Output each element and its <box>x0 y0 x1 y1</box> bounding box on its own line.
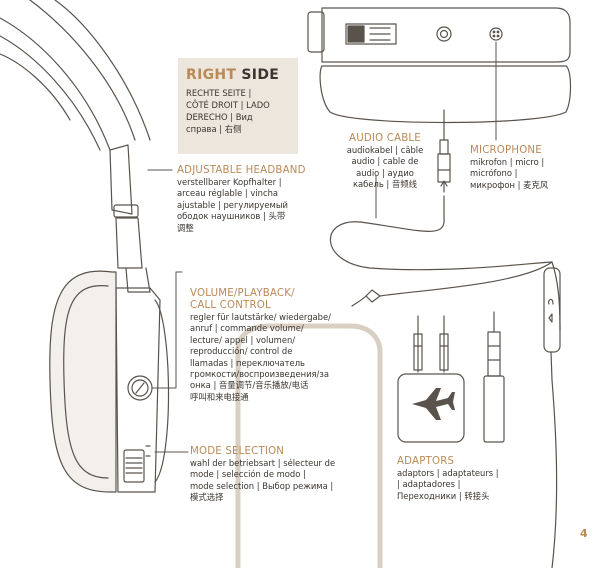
volume-knob-icon <box>127 375 153 401</box>
microphone-body: mikrofon | micro | micrófono | микрофон … <box>470 157 549 190</box>
adjustable-headband-label: ADJUSTABLE HEADBAND verstellbarer Kopfha… <box>177 165 317 234</box>
mode-selection-body: wahl der betriebsart | sélecteur de mode… <box>190 458 336 503</box>
right-side-title-b: SIDE <box>236 67 280 83</box>
adjustable-headband-slider <box>109 144 151 293</box>
mode-selection-label: MODE SELECTION wahl der betriebsart | sé… <box>190 446 360 504</box>
callout-lines <box>147 41 497 453</box>
earcup <box>49 270 170 493</box>
volume-control-title-2: CALL CONTROL <box>190 300 271 311</box>
right-side-body: RECHTE SEITE | CÔTÉ DROIT | LADO DERECHO… <box>186 88 270 134</box>
microphone-title: MICROPHONE <box>470 145 542 156</box>
adaptors-body: adaptors | adaptateurs | | adaptadores |… <box>397 468 499 501</box>
earcup-bottom-view <box>307 7 572 124</box>
adaptors-title: ADAPTORS <box>397 456 455 467</box>
adjustable-headband-body: verstellbarer Kopfhalter | arceau réglab… <box>177 177 288 233</box>
microphone-label: MICROPHONE mikrofon | micro | micrófono … <box>470 145 580 191</box>
audio-cable <box>329 217 561 568</box>
right-side-title: RIGHT SIDE <box>186 67 279 83</box>
headband-arc <box>0 0 151 151</box>
audio-cable-body: audiokabel | câble audio | cable de audi… <box>346 145 424 190</box>
right-side-box: RIGHT SIDE RECHTE SEITE | CÔTÉ DROIT | L… <box>178 58 298 154</box>
mode-switch-icon <box>123 445 151 483</box>
mode-selection-title: MODE SELECTION <box>190 446 285 457</box>
airplane-icon <box>412 388 455 420</box>
airline-adapter <box>397 315 465 443</box>
adaptors-label: ADAPTORS adaptors | adaptateurs | | adap… <box>397 456 527 502</box>
jack-adapter <box>483 311 505 443</box>
page-number: 4 <box>580 527 588 540</box>
audio-cable-title: AUDIO CABLE <box>349 133 421 144</box>
audio-cable-label: AUDIO CABLE audiokabel | câble audio | c… <box>342 133 428 191</box>
volume-control-body: regler für lautstärke/ wiedergabe/ anruf… <box>190 312 331 402</box>
microphone-grille-icon <box>489 27 503 41</box>
adjustable-headband-title: ADJUSTABLE HEADBAND <box>177 165 306 176</box>
volume-control-title-1: VOLUME/PLAYBACK/ <box>190 288 295 299</box>
volume-control-label: VOLUME/PLAYBACK/ CALL CONTROL regler für… <box>190 288 350 403</box>
phone-outline <box>235 323 383 568</box>
headphone-jack-icon <box>437 109 451 219</box>
right-side-title-a: RIGHT <box>186 67 237 83</box>
